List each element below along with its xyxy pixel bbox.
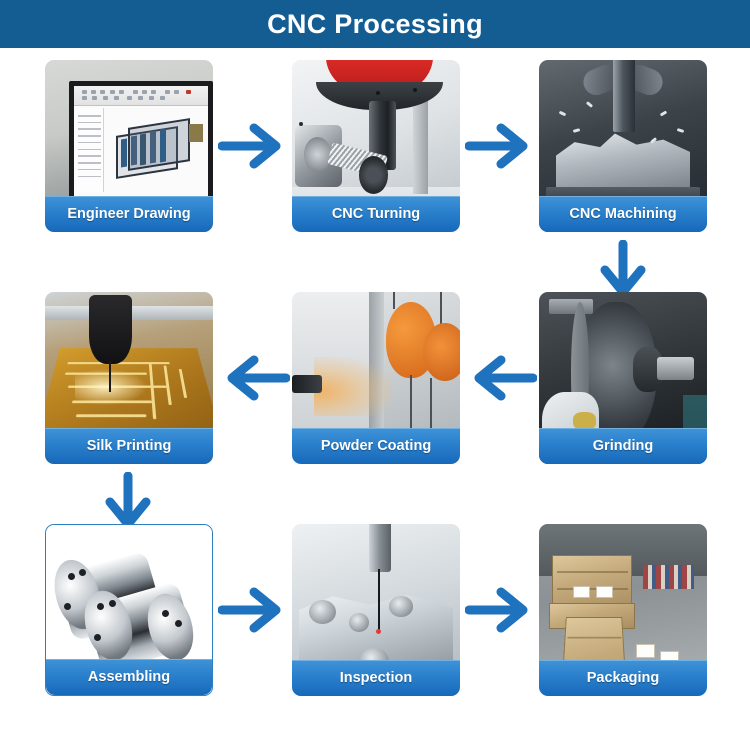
arrow-right-icon [218, 582, 290, 638]
card-label-text: Inspection [339, 670, 413, 686]
card-label-bar: Powder Coating [292, 428, 460, 464]
card-label-text: Engineer Drawing [67, 206, 191, 222]
process-card-cnc-machining[interactable]: CNC Machining [539, 60, 707, 232]
card-label-text: Grinding [592, 438, 654, 454]
card-label-text: CNC Turning [331, 206, 421, 222]
card-label-bar: CNC Turning [292, 196, 460, 232]
card-label-bar: Engineer Drawing [45, 196, 213, 232]
card-label-bar: CNC Machining [539, 196, 707, 232]
process-row-1: Engineer Drawing [0, 48, 750, 297]
process-card-packaging[interactable]: Packaging [539, 524, 707, 696]
process-card-assembling[interactable]: Assembling [45, 524, 213, 696]
card-label-bar: Grinding [539, 428, 707, 464]
process-card-cnc-turning[interactable]: CNC Turning [292, 60, 460, 232]
page-title: CNC Processing [267, 8, 483, 39]
process-flow-grid: Engineer Drawing [0, 48, 750, 714]
card-label-bar: Assembling [46, 659, 212, 695]
process-card-silk-printing[interactable]: Silk Printing [45, 292, 213, 464]
card-label-text: Assembling [87, 669, 171, 685]
process-row-3: Assembling Inspecti [0, 512, 750, 734]
card-label-bar: Packaging [539, 660, 707, 696]
card-label-text: CNC Machining [569, 206, 677, 222]
card-label-text: Packaging [586, 670, 660, 686]
card-label-bar: Inspection [292, 660, 460, 696]
process-card-inspection[interactable]: Inspection [292, 524, 460, 696]
card-label-bar: Silk Printing [45, 428, 213, 464]
arrow-right-icon [465, 582, 537, 638]
arrow-right-icon [218, 118, 290, 174]
arrow-left-icon [218, 350, 290, 406]
process-row-2: Silk Printing [0, 280, 750, 529]
process-card-engineer-drawing[interactable]: Engineer Drawing [45, 60, 213, 232]
arrow-right-icon [465, 118, 537, 174]
arrow-left-icon [465, 350, 537, 406]
process-card-powder-coating[interactable]: Powder Coating [292, 292, 460, 464]
page-header: CNC Processing [0, 0, 750, 48]
card-label-text: Powder Coating [320, 438, 432, 454]
card-label-text: Silk Printing [86, 438, 172, 454]
process-card-grinding[interactable]: Grinding [539, 292, 707, 464]
